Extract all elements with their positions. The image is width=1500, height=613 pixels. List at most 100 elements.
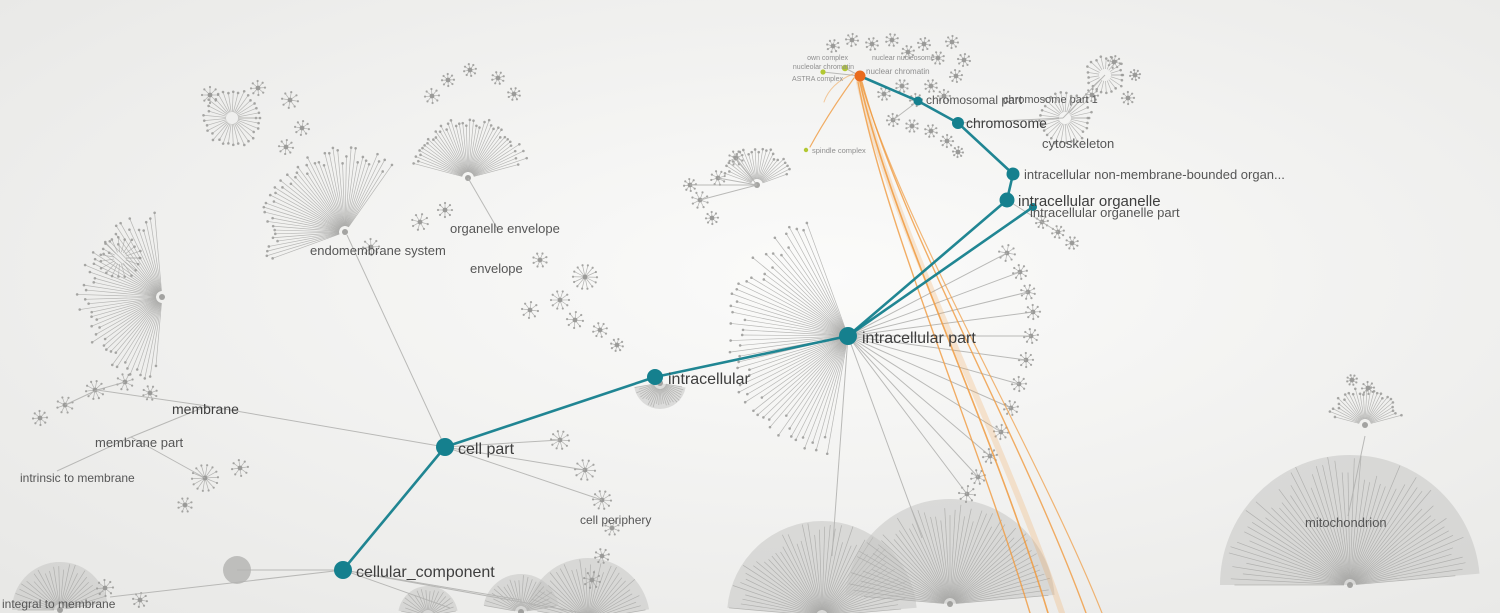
flower-cluster	[280, 90, 300, 110]
node-chromosomal-part[interactable]	[913, 96, 923, 106]
graph-nodes	[334, 64, 1037, 579]
flower-cluster	[931, 51, 945, 65]
flower-cluster	[844, 32, 860, 48]
flower-cluster	[591, 490, 613, 510]
flower-cluster	[895, 79, 909, 93]
fan-cluster	[262, 146, 394, 260]
flower-cluster	[95, 578, 115, 598]
graph-label: intracellular organelle part	[1030, 205, 1180, 220]
fan-cluster	[728, 221, 851, 456]
flower-cluster	[710, 170, 726, 186]
graph-label: nucleolar chromatin	[793, 64, 854, 71]
flower-cluster	[1120, 90, 1136, 106]
flower-cluster	[177, 497, 193, 513]
graph-label: cell part	[458, 441, 515, 458]
flower-cluster	[1020, 284, 1036, 300]
flower-cluster	[565, 310, 585, 330]
flower-cluster	[905, 119, 919, 133]
flower-cluster	[1023, 328, 1039, 344]
flower-cluster	[885, 33, 899, 47]
graph-label: own complex	[807, 55, 848, 62]
flower-cluster	[865, 37, 879, 51]
flower-clusters	[31, 32, 1376, 609]
graph-label: membrane	[172, 401, 239, 417]
flower-cluster	[436, 201, 454, 219]
graph-label: ASTRA complex	[792, 76, 843, 83]
node-cellular-component[interactable]	[334, 561, 352, 579]
flower-cluster	[277, 138, 295, 156]
flower-cluster	[1128, 68, 1142, 82]
node-cell-part[interactable]	[436, 438, 454, 456]
flower-cluster	[594, 548, 610, 564]
graph-label: integral to membrane	[2, 597, 116, 611]
flower-cluster	[944, 34, 960, 50]
graph-label: chromosomal part	[926, 93, 1023, 107]
flower-cluster	[682, 177, 698, 193]
flower-cluster	[142, 385, 158, 401]
flower-cluster	[917, 37, 931, 51]
flower-cluster	[440, 72, 456, 88]
flower-cluster	[31, 409, 49, 427]
node-nuclear-chromatin[interactable]	[854, 70, 866, 82]
graph-label: nuclear nucleosome	[872, 55, 935, 62]
flower-cluster	[1024, 303, 1042, 321]
flower-cluster	[532, 252, 548, 268]
flower-cluster	[463, 63, 477, 77]
flower-cluster	[604, 520, 620, 536]
node-spindle-complex[interactable]	[803, 147, 809, 153]
fan-cluster	[634, 380, 686, 409]
node-intracellular-non-membrane-bounded-organelle[interactable]	[1006, 167, 1020, 181]
graph-label: intracellular	[668, 371, 750, 388]
graph-label: spindle complex	[812, 146, 866, 155]
fan-cluster	[1086, 55, 1125, 95]
fan-cluster	[1220, 454, 1480, 588]
node-intracellular-part[interactable]	[839, 327, 857, 345]
fan-cluster	[526, 558, 650, 613]
flower-cluster	[951, 145, 965, 159]
orange-edges	[809, 73, 1103, 613]
flower-cluster	[411, 213, 429, 231]
fan-cluster	[12, 561, 108, 613]
node-intracellular-organelle-part[interactable]	[1029, 203, 1037, 211]
flower-cluster	[1360, 380, 1376, 396]
gray-edges	[56, 67, 1366, 613]
graph-label: intracellular part	[862, 330, 976, 347]
fan-clusters	[12, 55, 1480, 613]
flower-cluster	[924, 79, 938, 93]
fan-cluster	[1038, 91, 1093, 145]
node-intracellular-organelle[interactable]	[999, 192, 1015, 208]
flower-cluster	[507, 87, 521, 101]
flower-cluster	[704, 210, 720, 226]
fan-cluster	[1328, 386, 1403, 428]
flower-cluster	[939, 133, 955, 149]
flower-cluster	[131, 591, 149, 609]
flower-cluster	[571, 264, 599, 290]
flower-cluster	[230, 458, 250, 478]
flower-cluster	[361, 237, 381, 257]
node-nucleosome[interactable]	[841, 64, 849, 72]
node-intracellular[interactable]	[647, 369, 663, 385]
flower-cluster	[1107, 55, 1121, 69]
flower-cluster	[491, 71, 505, 85]
node-chromosome[interactable]	[952, 117, 964, 129]
flower-cluster	[592, 322, 608, 338]
node-chromatin-complex[interactable]	[820, 69, 826, 75]
graph-label: intracellular organelle	[1018, 193, 1161, 210]
flower-cluster	[728, 150, 744, 166]
fan-cluster	[202, 89, 262, 147]
graph-label: chromosome	[966, 115, 1047, 131]
highlighted-path-edges	[341, 74, 1035, 572]
fan-cluster	[845, 498, 1055, 607]
fan-cluster	[483, 574, 559, 613]
flower-cluster	[1346, 374, 1358, 386]
flower-cluster	[520, 300, 540, 320]
flower-cluster	[948, 68, 964, 84]
flower-cluster	[549, 430, 571, 450]
flower-cluster	[826, 39, 840, 53]
flower-cluster	[549, 290, 571, 310]
graph-label: membrane part	[95, 435, 184, 450]
flower-cluster	[877, 87, 891, 101]
